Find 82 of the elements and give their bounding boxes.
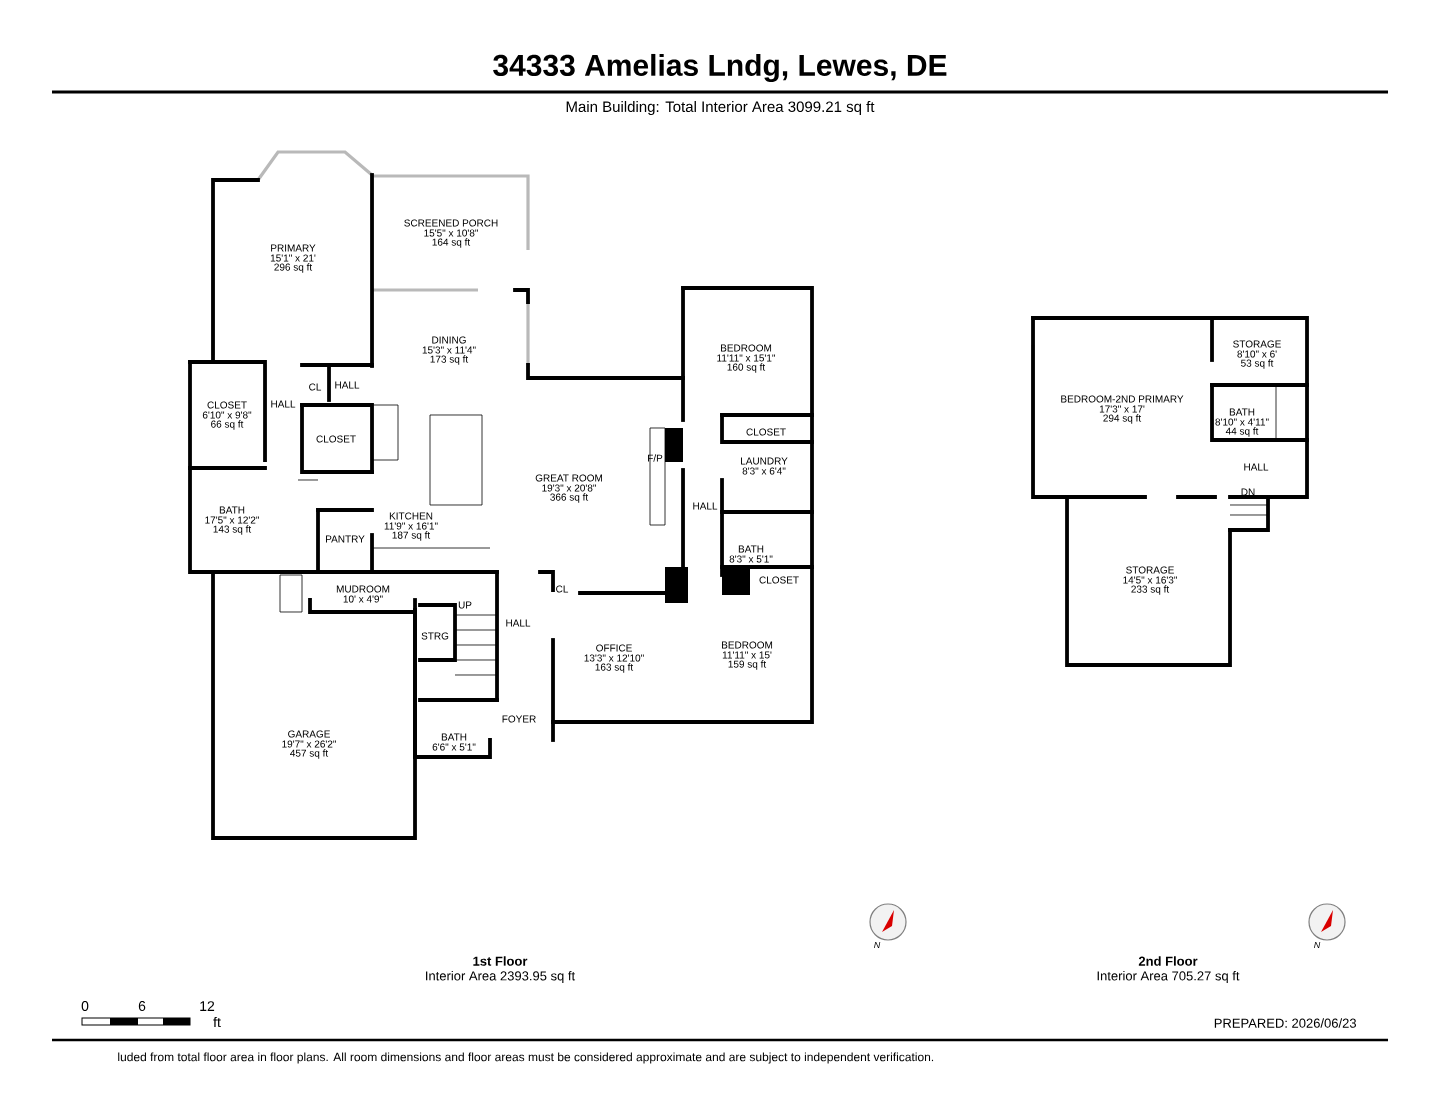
room-label: STRG bbox=[421, 632, 449, 640]
room-label: HALL bbox=[693, 502, 718, 510]
room-label: CL bbox=[556, 585, 569, 593]
room-label: BEDROOM bbox=[721, 344, 772, 352]
room-label: GREAT ROOM bbox=[535, 474, 602, 482]
room-label: BEDROOM-2ND PRIMARY bbox=[1061, 395, 1184, 403]
room-label: BATH bbox=[1229, 408, 1255, 416]
room-label: OFFICE bbox=[596, 644, 632, 652]
room-label: UP bbox=[458, 601, 472, 609]
room-label: BEDROOM bbox=[722, 641, 773, 649]
room-label: SCREENED PORCH bbox=[404, 219, 498, 227]
room-label: 11'9" x 16'1" bbox=[384, 522, 438, 530]
room-label: 6'6" x 5'1" bbox=[432, 743, 476, 751]
scale-number: 6 bbox=[138, 1001, 146, 1011]
room-label: 15'1" x 21' bbox=[270, 254, 316, 262]
room-label: 15'3" x 11'4" bbox=[422, 346, 476, 354]
room-label: CL bbox=[309, 383, 322, 391]
room-label: BATH bbox=[219, 506, 245, 514]
room-label: BATH bbox=[738, 545, 764, 553]
room-label: LAUNDRY bbox=[741, 457, 788, 465]
room-label: HALL bbox=[1244, 463, 1269, 471]
room-label: 13'3" x 12'10" bbox=[584, 654, 644, 662]
room-label: CLOSET bbox=[207, 401, 247, 409]
room-label: 233 sq ft bbox=[1131, 585, 1170, 595]
room-label: 6'10" x 9'8" bbox=[202, 411, 252, 419]
room-label: 14'5" x 16'3" bbox=[1123, 576, 1177, 584]
room-label: 366 sq ft bbox=[550, 493, 589, 503]
room-label: 8'3" x 6'4" bbox=[742, 467, 786, 475]
room-label: 457 sq ft bbox=[290, 749, 329, 759]
room-label: F/P bbox=[648, 454, 663, 462]
room-label: BATH bbox=[441, 733, 467, 741]
compass-letter: N bbox=[874, 941, 881, 949]
scale-number: 12 bbox=[200, 1001, 215, 1011]
room-label: 19'3" x 20'8" bbox=[542, 484, 596, 492]
room-label: 163 sq ft bbox=[595, 663, 634, 673]
area-text: Interior Area 2393.95 sq ft bbox=[426, 970, 576, 984]
room-label: 15'5" x 10'8" bbox=[424, 229, 478, 237]
room-label: KITCHEN bbox=[389, 512, 433, 520]
area-text: Interior Area 705.27 sq ft bbox=[1097, 970, 1240, 984]
room-label: STORAGE bbox=[1233, 340, 1281, 348]
room-label: MUDROOM bbox=[336, 585, 390, 593]
room-label: 11'11" x 15'1" bbox=[717, 354, 776, 362]
room-label: 10' x 4'9" bbox=[343, 595, 383, 603]
room-label: 159 sq ft bbox=[728, 660, 767, 670]
floor-heading: 1st Floor bbox=[473, 956, 528, 966]
scale-unit: ft bbox=[213, 1016, 221, 1028]
room-label: DINING bbox=[432, 336, 466, 344]
room-label: 143 sq ft bbox=[213, 525, 252, 535]
scale-number: 0 bbox=[81, 1001, 89, 1011]
room-label: 187 sq ft bbox=[392, 531, 431, 541]
room-label: 19'7" x 26'2" bbox=[282, 740, 336, 748]
disclaimer-text: luded from total floor area in floor plans. All room dimensions and floor areas must be considered approximate and are subject to independent verification. bbox=[118, 1052, 934, 1064]
room-label: 11'11" x 15' bbox=[722, 651, 772, 659]
room-label: 17'3" x 17' bbox=[1099, 405, 1145, 413]
room-label: 8'10" x 6' bbox=[1237, 350, 1277, 358]
compass-letter: N bbox=[1314, 941, 1321, 949]
room-label: 173 sq ft bbox=[430, 355, 469, 365]
room-label: CLOSET bbox=[759, 576, 799, 584]
room-label: CLOSET bbox=[746, 428, 786, 436]
room-label: 8'10" x 4'11" bbox=[1215, 418, 1269, 426]
room-label: 44 sq ft bbox=[1225, 427, 1259, 437]
room-label: 164 sq ft bbox=[432, 238, 471, 248]
room-label: PANTRY bbox=[326, 535, 365, 543]
room-label: 53 sq ft bbox=[1241, 359, 1274, 369]
room-label: HALL bbox=[271, 400, 296, 408]
subtitle-text: Main Building: Total Interior Area 3099.21 sq ft bbox=[566, 101, 875, 115]
room-label: STORAGE bbox=[1126, 566, 1174, 574]
room-label: 296 sq ft bbox=[274, 263, 313, 273]
room-label: PRIMARY bbox=[271, 244, 316, 252]
room-label: CLOSET bbox=[316, 435, 356, 443]
title: 34333 Amelias Lndg, Lewes, DE bbox=[493, 53, 947, 83]
room-label: HALL bbox=[335, 381, 360, 389]
room-label: 8'3" x 5'1" bbox=[729, 555, 773, 563]
room-label: HALL bbox=[506, 619, 531, 627]
floor-heading: 2nd Floor bbox=[1138, 956, 1198, 966]
date-text: PREPARED: 2026/06/23 bbox=[1214, 1018, 1356, 1028]
room-label: 160 sq ft bbox=[727, 363, 766, 373]
room-label: 17'5" x 12'2" bbox=[205, 516, 259, 524]
room-label: 66 sq ft bbox=[211, 420, 244, 430]
room-label: 294 sq ft bbox=[1103, 414, 1142, 424]
room-label: GARAGE bbox=[288, 730, 330, 738]
room-label: FOYER bbox=[502, 715, 536, 723]
